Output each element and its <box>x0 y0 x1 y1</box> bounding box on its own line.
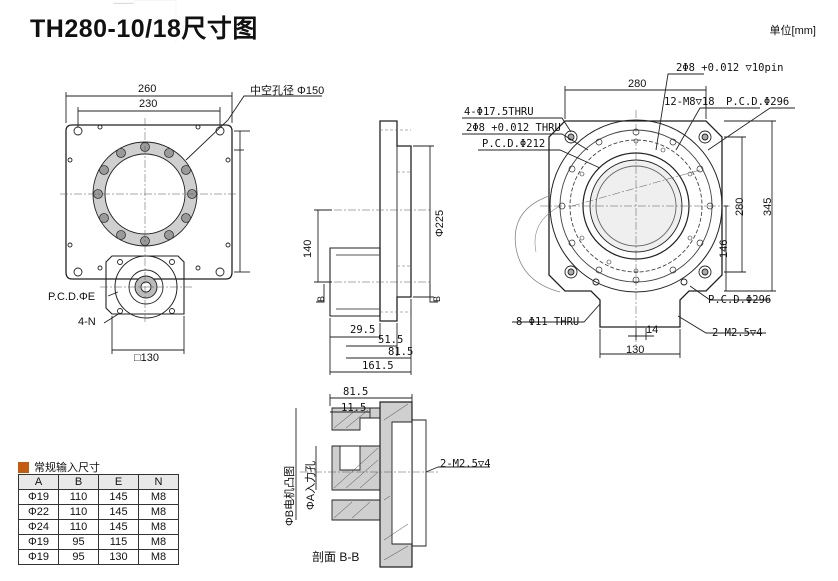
cell-b: 110 <box>58 504 99 520</box>
cell-b: 110 <box>58 519 99 535</box>
cell-n: M8 <box>138 549 179 565</box>
section-dim-81-5: 81.5 <box>343 386 369 398</box>
thread-m2-5-label: 2-M2.5▽4 <box>712 327 763 339</box>
dim-146: 146 <box>718 239 730 258</box>
page-title: TH280-10/18尺寸图 <box>30 15 258 43</box>
dim-14: 14 <box>646 324 659 336</box>
spec-table: A B E N Φ19 110 145 M8 Φ22 110 145 M8 Φ2… <box>18 474 179 565</box>
dim-130: 130 <box>626 344 645 356</box>
section-mark-left: B <box>316 295 326 302</box>
unit-label: 单位[mm] <box>769 25 816 37</box>
holes-11-label: 8-Φ11 THRU <box>516 316 580 328</box>
dim-29-5: 29.5 <box>350 324 376 336</box>
front-view <box>60 92 322 354</box>
dim-81-5: 81.5 <box>388 346 414 358</box>
cell-n: M8 <box>138 489 179 505</box>
holes-17-5-label: 4-Φ17.5THRU <box>464 106 534 118</box>
table-row: Φ19 95 115 M8 <box>18 534 179 550</box>
cell-e: 130 <box>98 549 139 565</box>
section-mark-right: B <box>432 295 442 302</box>
dim-280-right: 280 <box>734 197 746 216</box>
table-header-row: A B E N <box>18 474 179 490</box>
dowel-thru-label: 2Φ8 +0.012 THRU <box>466 122 561 134</box>
header-b: B <box>58 474 99 490</box>
dowel-top-label: 2Φ8 +0.012 ▽10pin <box>676 62 784 74</box>
table-row: Φ24 110 145 M8 <box>18 519 179 535</box>
thread-m8-label: 12-M8▽18 <box>664 96 715 108</box>
motor-boss-label: ΦB电机凸图 <box>284 465 296 526</box>
cell-e: 145 <box>98 504 139 520</box>
section-view <box>295 394 490 568</box>
cell-e: 145 <box>98 519 139 535</box>
cell-e: 115 <box>98 534 139 550</box>
table-row: Φ19 95 130 M8 <box>18 549 179 565</box>
cell-b: 110 <box>58 489 99 505</box>
square-130-label: □130 <box>134 352 159 364</box>
section-dim-11-5: 11.5 <box>341 402 367 414</box>
hollow-hole-label: 中空孔径 Φ150 <box>250 85 325 97</box>
cell-a: Φ19 <box>18 549 59 565</box>
pcd-e-label: P.C.D.ΦE <box>48 291 96 303</box>
input-hole-label: ΦA入力孔 <box>305 460 317 510</box>
dim-phi-225: Φ225 <box>434 209 446 237</box>
pcd-212-label: P.C.D.Φ212 <box>482 138 546 150</box>
section-caption: 剖面 B-B <box>312 550 360 564</box>
holes-n-label: 4-N <box>78 316 96 328</box>
header-a: A <box>18 474 59 490</box>
cell-e: 145 <box>98 489 139 505</box>
cell-a: Φ24 <box>18 519 59 535</box>
cell-b: 95 <box>58 534 99 550</box>
dim-345: 345 <box>762 197 774 216</box>
cell-n: M8 <box>138 534 179 550</box>
cell-a: Φ19 <box>18 534 59 550</box>
dim-140: 140 <box>302 239 314 258</box>
pcd-296-top-label: P.C.D.Φ296 <box>726 96 790 108</box>
table-row: Φ19 110 145 M8 <box>18 489 179 505</box>
header-n: N <box>138 474 179 490</box>
table-row: Φ22 110 145 M8 <box>18 504 179 520</box>
cell-n: M8 <box>138 504 179 520</box>
cell-b: 95 <box>58 549 99 565</box>
dim-51-5: 51.5 <box>378 334 404 346</box>
side-view <box>314 120 438 375</box>
right-view <box>462 73 795 358</box>
dim-260: 260 <box>138 83 157 95</box>
drawing-frame <box>113 0 177 44</box>
cell-a: Φ19 <box>18 489 59 505</box>
dim-280-top: 280 <box>628 78 647 90</box>
cell-a: Φ22 <box>18 504 59 520</box>
header-e: E <box>98 474 139 490</box>
pcd-296-bottom-label: P.C.D.Φ296 <box>708 294 772 306</box>
dim-161-5: 161.5 <box>362 360 394 372</box>
cell-n: M8 <box>138 519 179 535</box>
dim-230: 230 <box>139 98 158 110</box>
section-thread-label: 2-M2.5▽4 <box>440 458 491 470</box>
table-title-swatch <box>18 461 29 473</box>
spec-table-title-text: 常规输入尺寸 <box>34 462 100 474</box>
spec-table-title: 常规输入尺寸 <box>18 459 100 475</box>
